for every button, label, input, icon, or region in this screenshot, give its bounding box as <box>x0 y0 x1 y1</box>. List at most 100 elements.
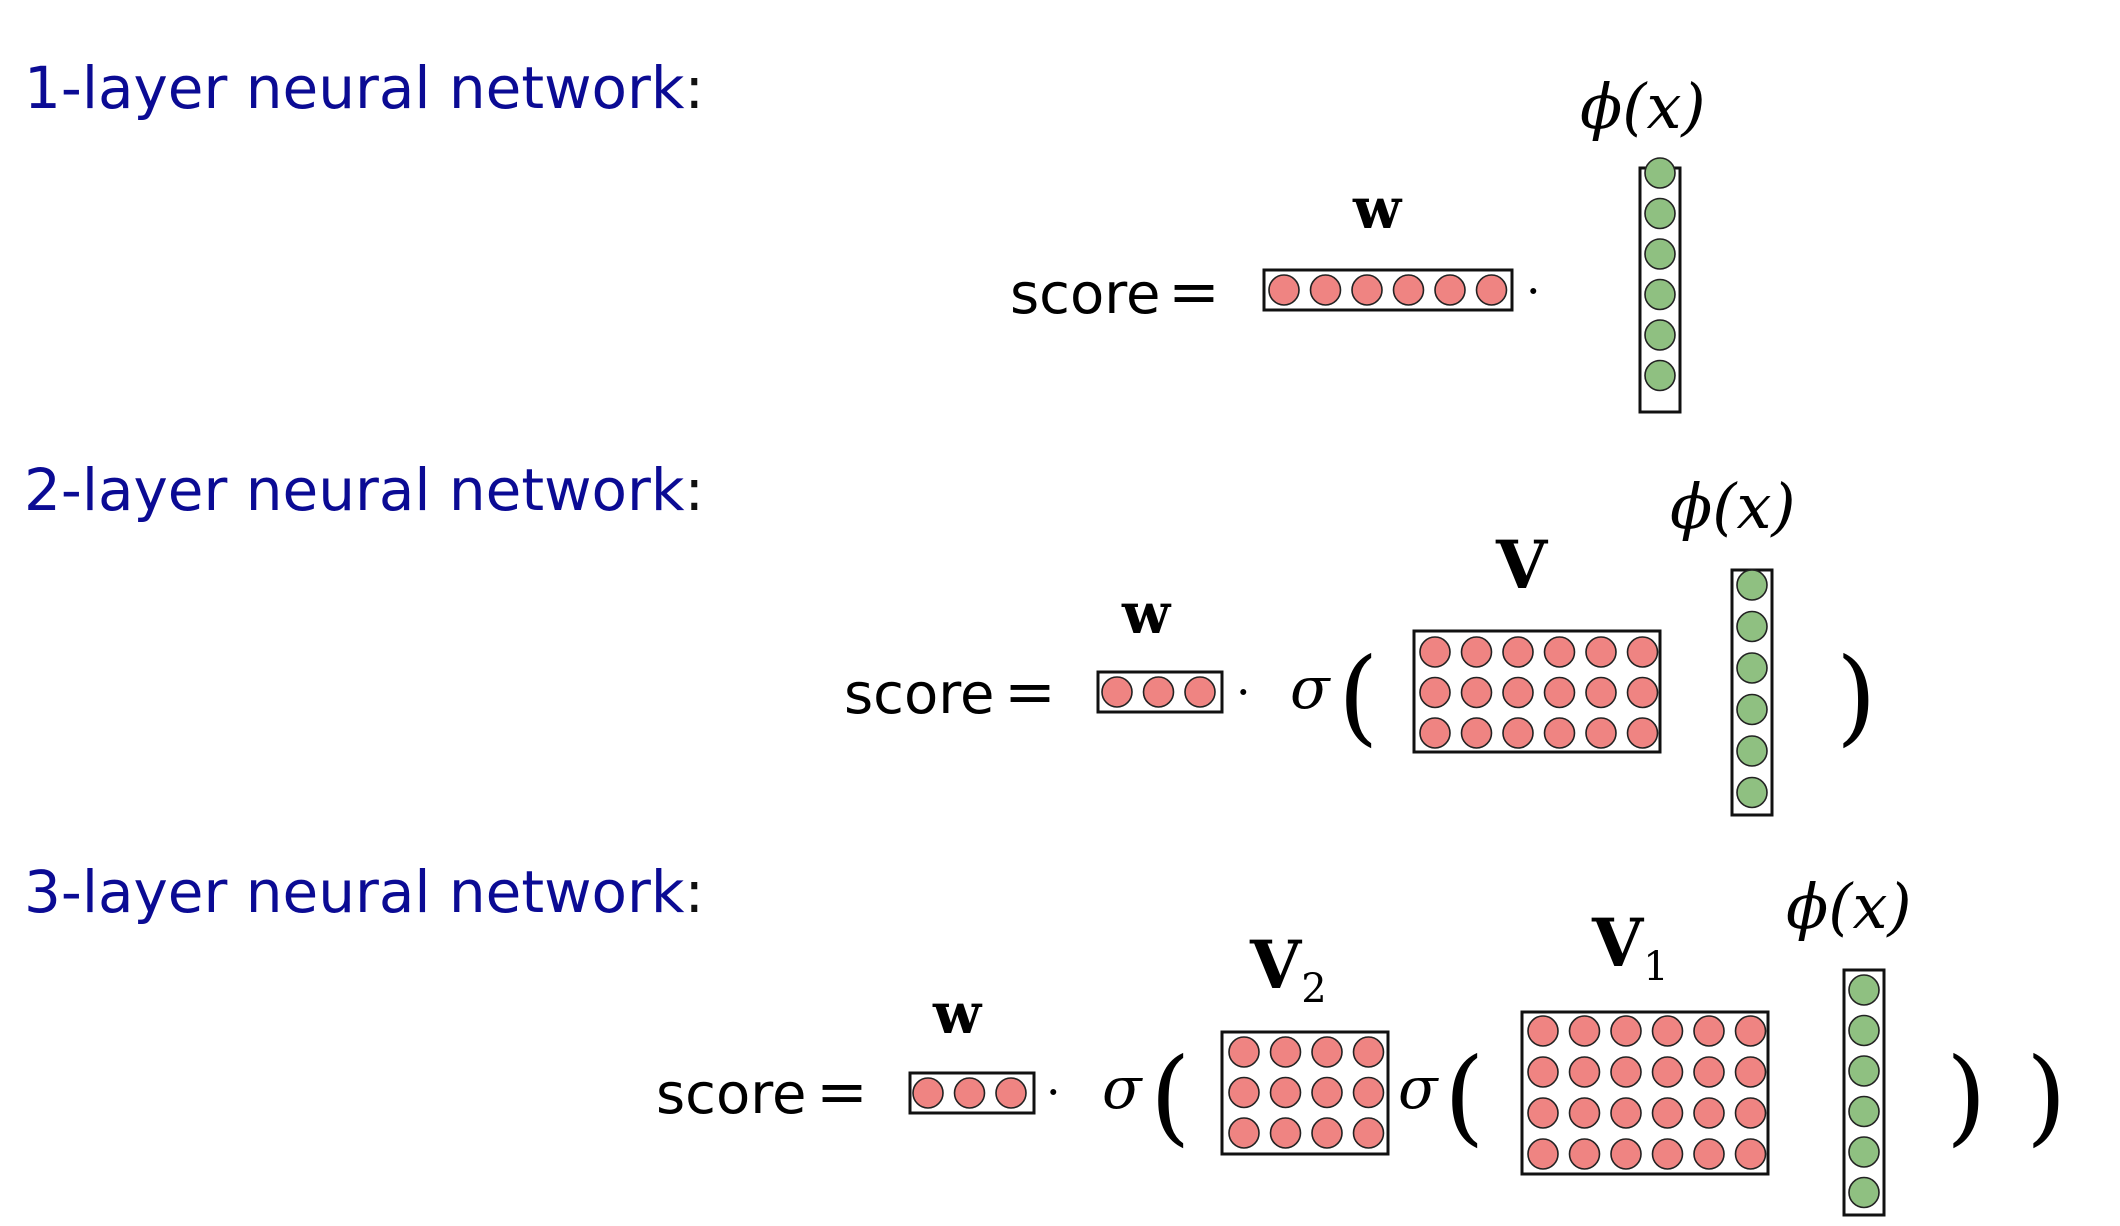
phi-vector-box <box>1842 968 1886 1217</box>
weight-neuron <box>1651 1015 1684 1047</box>
weight-neuron <box>1610 1138 1642 1170</box>
weight-neuron <box>953 1077 986 1109</box>
feature-neuron <box>1736 610 1768 643</box>
weight-neuron <box>1352 1117 1385 1149</box>
w-vector-box <box>1262 268 1514 312</box>
weight-neuron <box>1268 274 1300 306</box>
w-label: w <box>932 981 983 1047</box>
weight-neuron <box>1269 1117 1302 1149</box>
v-matrix-box <box>1412 629 1662 754</box>
weight-neuron <box>1626 676 1659 709</box>
phi-symbol: ϕ <box>1670 470 1712 543</box>
weight-neuron <box>1351 274 1383 306</box>
feature-neuron <box>1644 157 1676 189</box>
equals-sign: = <box>816 1055 868 1128</box>
weight-neuron <box>1693 1138 1725 1170</box>
network-heading: 3-layer neural network: <box>24 858 704 926</box>
weight-neuron <box>1502 717 1534 749</box>
weight-neuron <box>1419 676 1451 709</box>
feature-neuron <box>1848 1095 1880 1128</box>
weight-neuron <box>1228 1076 1260 1109</box>
weight-neuron <box>1626 717 1659 749</box>
feature-neuron <box>1848 1014 1880 1047</box>
weight-neuron <box>1228 1117 1260 1149</box>
weight-neuron <box>1419 717 1451 749</box>
v1-matrix-box <box>1520 1010 1770 1176</box>
weight-neuron <box>1460 676 1493 709</box>
close-paren: ) <box>2026 1035 2067 1157</box>
feature-neuron <box>1644 197 1676 230</box>
heading-title: 2-layer neural network <box>24 456 685 524</box>
weight-neuron <box>1543 636 1576 668</box>
open-paren: ( <box>1150 1035 1191 1157</box>
heading-title: 1-layer neural network <box>24 54 685 122</box>
weight-neuron <box>1502 676 1534 709</box>
weight-neuron <box>1651 1097 1684 1129</box>
open-paren: ( <box>1338 635 1379 757</box>
sigma-symbol: σ <box>1398 1054 1439 1122</box>
weight-neuron <box>1434 274 1466 306</box>
weight-neuron <box>1734 1015 1767 1047</box>
weight-neuron <box>1419 636 1451 668</box>
feature-neuron <box>1736 569 1768 601</box>
weight-neuron <box>1543 717 1576 749</box>
weight-neuron <box>1651 1056 1684 1088</box>
v2-matrix-neurons <box>1228 1036 1385 1149</box>
feature-neuron <box>1736 652 1768 684</box>
v-subscript: 1 <box>1643 944 1668 990</box>
v-label: V <box>1495 526 1549 604</box>
network-1-layer: 1-layer neural network: score = w · ϕ(x) <box>24 54 1706 414</box>
phi-argument: (x) <box>1622 70 1705 143</box>
feature-neuron <box>1644 238 1676 270</box>
weight-neuron <box>1651 1138 1684 1170</box>
phi-label: ϕ(x) <box>1580 70 1706 143</box>
weight-neuron <box>1543 676 1576 709</box>
w-label: w <box>1121 581 1172 647</box>
feature-neuron <box>1848 1055 1880 1087</box>
weight-neuron <box>912 1077 944 1109</box>
v-letter: V <box>1591 904 1645 982</box>
weight-neuron <box>1693 1056 1725 1088</box>
feature-neuron <box>1736 735 1768 767</box>
w-vector-neurons <box>1101 676 1216 708</box>
feature-neuron <box>1848 1136 1880 1168</box>
weight-neuron <box>1585 676 1617 709</box>
weight-neuron <box>1352 1036 1385 1068</box>
weight-neuron <box>1475 274 1508 306</box>
weight-neuron <box>1309 274 1342 306</box>
weight-neuron <box>1527 1056 1559 1088</box>
phi-argument: (x) <box>1828 870 1911 943</box>
phi-argument: (x) <box>1712 470 1795 543</box>
v1-label: V1 <box>1591 904 1669 990</box>
equals-sign: = <box>1004 655 1056 728</box>
weight-neuron <box>1527 1138 1559 1170</box>
weight-neuron <box>1460 636 1493 668</box>
weight-neuron <box>1527 1015 1559 1047</box>
phi-label: ϕ(x) <box>1786 870 1912 943</box>
weight-neuron <box>1269 1076 1302 1109</box>
weight-neuron <box>1610 1015 1642 1047</box>
weight-neuron <box>1527 1097 1559 1129</box>
weight-neuron <box>1610 1056 1642 1088</box>
phi-vector-neurons <box>1644 157 1676 392</box>
weight-neuron <box>1693 1015 1725 1047</box>
weight-neuron <box>1228 1036 1260 1068</box>
heading-colon: : <box>684 456 704 524</box>
v-subscript: 2 <box>1301 966 1326 1012</box>
weight-neuron <box>1142 676 1175 708</box>
dot-operator: · <box>1236 665 1251 719</box>
weight-neuron <box>1392 274 1425 306</box>
sigma-symbol: σ <box>1102 1054 1143 1122</box>
v1-matrix-neurons <box>1527 1015 1767 1170</box>
phi-vector-neurons <box>1848 974 1880 1209</box>
weight-neuron <box>1734 1138 1767 1170</box>
v-letter: V <box>1495 526 1549 604</box>
score-label: score <box>656 1062 806 1127</box>
feature-neuron <box>1644 319 1676 351</box>
weight-neuron <box>1568 1015 1601 1047</box>
weight-neuron <box>1693 1097 1725 1129</box>
open-paren: ( <box>1444 1035 1485 1157</box>
network-2-layer: 2-layer neural network: score = w · σ ( … <box>24 456 1877 817</box>
weight-neuron <box>1311 1036 1343 1068</box>
v-matrix-neurons <box>1419 636 1659 749</box>
